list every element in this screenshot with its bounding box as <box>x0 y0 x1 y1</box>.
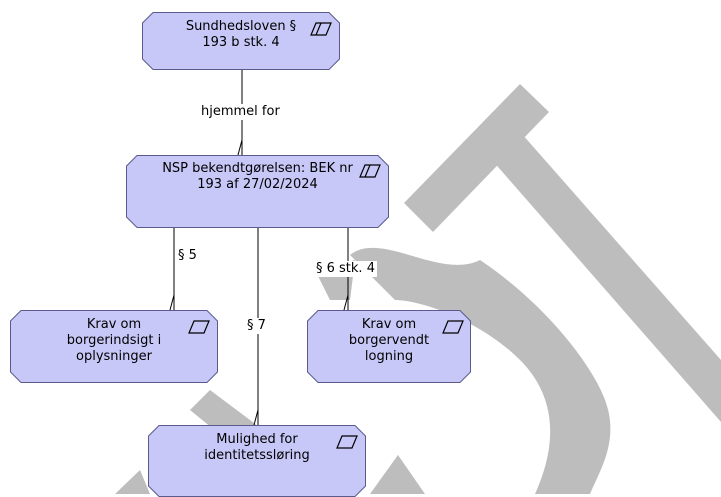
node-label: Mulighed for identitetssløring <box>204 432 310 463</box>
node-label: NSP bekendtgørelsen: BEK nr 193 af 27/02… <box>162 161 353 192</box>
edge-p7-arrow <box>253 409 259 426</box>
parallelogram-icon <box>336 435 358 449</box>
node-shape <box>307 310 471 383</box>
edge-p5-arrow <box>169 294 175 311</box>
edge-label-section-5: § 5 <box>176 248 199 264</box>
parallelogram-icon <box>359 164 381 178</box>
parallelogram-icon <box>442 320 464 334</box>
edge-label-hjemmel-for: hjemmel for <box>199 104 282 120</box>
node-label: Krav om borgervendt logning <box>348 317 430 364</box>
edge-label-section-7: § 7 <box>245 318 268 334</box>
node-label: Krav om borgerindsigt i oplysninger <box>66 317 162 364</box>
node-shape <box>10 310 218 383</box>
node-krav-borgervendt-logning[interactable]: Krav om borgervendt logning <box>307 310 471 383</box>
node-shape <box>126 155 389 228</box>
node-nsp-bekendtgoerelsen[interactable]: NSP bekendtgørelsen: BEK nr 193 af 27/02… <box>126 155 389 228</box>
node-sundhedsloven[interactable]: Sundhedsloven § 193 b stk. 4 <box>142 12 340 70</box>
parallelogram-icon <box>188 320 210 334</box>
node-label: Sundhedsloven § 193 b stk. 4 <box>185 19 297 50</box>
node-shape <box>142 12 340 70</box>
node-mulighed-identitetssloering[interactable]: Mulighed for identitetssløring <box>148 425 366 497</box>
parallelogram-icon <box>310 22 332 36</box>
edge-p6-arrow <box>343 294 349 311</box>
node-krav-borgerindsigt[interactable]: Krav om borgerindsigt i oplysninger <box>10 310 218 383</box>
edge-hjemmel-arrow <box>237 139 243 156</box>
edge-label-section-6-stk-4: § 6 stk. 4 <box>314 261 377 277</box>
